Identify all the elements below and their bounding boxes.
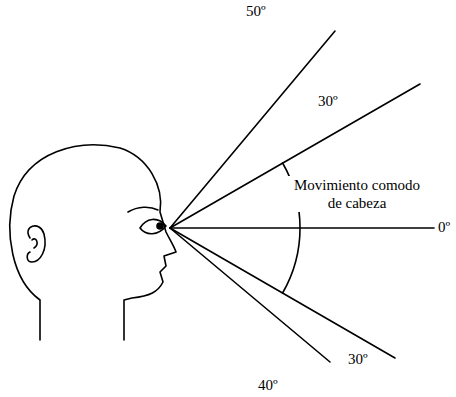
sight-line-0: [170, 227, 434, 229]
head-outline: [10, 145, 176, 340]
eye: [140, 219, 166, 233]
ear: [27, 226, 45, 262]
ear-inner: [32, 239, 37, 248]
angle-label: 30º: [348, 350, 368, 368]
angle-label: 40º: [258, 376, 278, 394]
angle-label: 30º: [318, 92, 338, 110]
region-label: Movimiento comodo de cabeza: [284, 176, 430, 212]
angle-label: 50º: [246, 2, 266, 20]
angle-label: 0º: [438, 218, 450, 236]
eyebrow: [128, 207, 158, 212]
pupil: [157, 223, 163, 229]
sight-line-40-down: [170, 228, 330, 362]
